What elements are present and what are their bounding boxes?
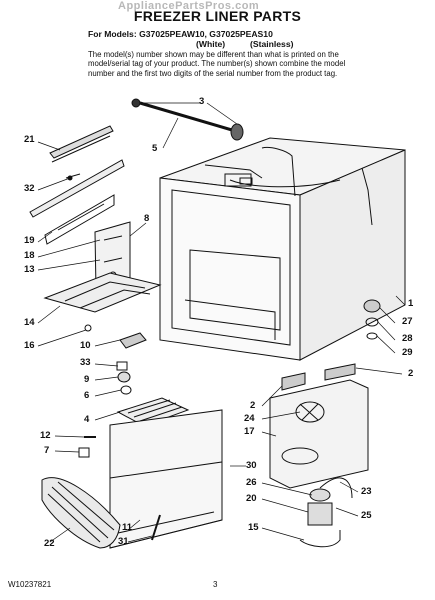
- exploded-parts-diagram: [29, 98, 406, 549]
- shelf-support: [43, 272, 162, 332]
- callout-label: 16: [24, 340, 35, 351]
- fan-housing: [269, 379, 369, 489]
- model-numbers: For Models: G37025PEAW10, G37025PEAS10: [88, 29, 273, 39]
- callout-label: 8: [144, 213, 150, 224]
- callout-label: 1: [408, 298, 414, 309]
- callout-label: 17: [244, 426, 255, 437]
- screws: [78, 436, 96, 458]
- callout-label: 13: [24, 264, 35, 275]
- grille: [41, 477, 121, 549]
- callout-label: 15: [248, 522, 259, 533]
- callout-label: 6: [84, 390, 90, 401]
- page-title: FREEZER LINER PARTS: [133, 8, 302, 24]
- small-hardware: [116, 332, 147, 395]
- fan-motor: [299, 477, 353, 548]
- callout-label: 4: [84, 414, 90, 425]
- callout-label: 30: [246, 460, 257, 471]
- callout-label: 10: [80, 340, 91, 351]
- callout-label: 14: [24, 317, 35, 328]
- variant-stainless: (Stainless): [250, 39, 294, 49]
- callout-label: 5: [152, 143, 158, 154]
- freezer-liner: [159, 137, 406, 361]
- callout-label: 29: [402, 347, 413, 358]
- callout-label: 22: [44, 538, 55, 549]
- callout-label: 24: [244, 413, 255, 424]
- support-rod: [131, 98, 244, 141]
- page-number: 3: [213, 580, 218, 589]
- callout-label: 27: [402, 316, 413, 327]
- slide-rail-parts: [29, 125, 125, 245]
- callout-label: 28: [402, 333, 413, 344]
- callout-label: 23: [361, 486, 372, 497]
- callout-label: 9: [84, 374, 90, 385]
- callout-label: 18: [24, 250, 35, 261]
- callout-label: 12: [40, 430, 51, 441]
- leader-lines: [37, 102, 406, 543]
- document-number: W10237821: [8, 580, 52, 589]
- callout-label: 33: [80, 357, 91, 368]
- callout-label: 3: [199, 96, 205, 107]
- callout-label: 25: [361, 510, 372, 521]
- callout-label: 7: [44, 445, 50, 456]
- callout-label: 2: [250, 400, 256, 411]
- callout-label: 11: [122, 522, 133, 533]
- callout-label: 19: [24, 235, 35, 246]
- callout-label: 31: [118, 536, 129, 547]
- callout-label: 32: [24, 183, 35, 194]
- callout-label: 2: [408, 368, 414, 379]
- variant-white: (White): [196, 39, 226, 49]
- watermark: AppliancePartsPros.com: [118, 0, 260, 12]
- callout-label: 21: [24, 134, 35, 145]
- model-note: The model(s) number shown may be differe…: [88, 50, 346, 78]
- callout-label: 26: [246, 477, 257, 488]
- callout-label: 20: [246, 493, 257, 504]
